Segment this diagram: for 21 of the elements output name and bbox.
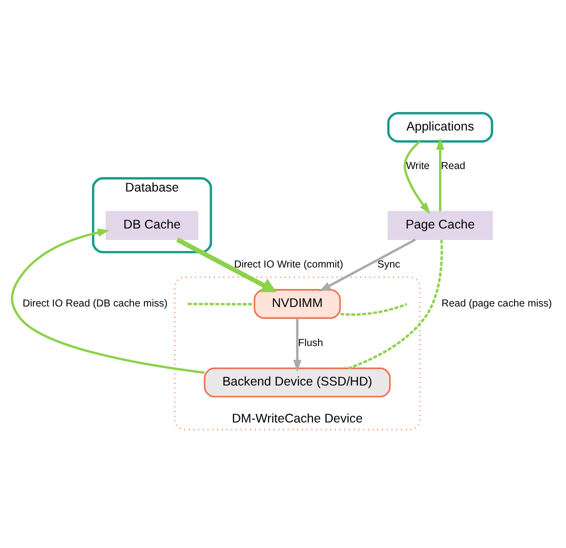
connector — [348, 239, 443, 369]
arrow — [404, 140, 430, 214]
node-box: Backend Device (SSD/HD) — [204, 367, 391, 397]
arrow — [176, 237, 276, 292]
node-box: Page Cache — [388, 210, 493, 240]
connector — [188, 302, 254, 305]
node-box: DB Cache — [106, 210, 198, 240]
node-box: NVDIMM — [254, 288, 341, 318]
edge-label: Read — [440, 160, 466, 172]
edge-label: Direct IO Read (DB cache miss) — [22, 298, 168, 310]
edge-label: Write — [406, 160, 430, 172]
arrow — [10, 228, 205, 374]
arrow — [293, 318, 302, 372]
edge-label: Sync — [377, 258, 400, 270]
edge-label: Direct IO Write (commit) — [234, 258, 344, 270]
arrow — [436, 137, 444, 211]
node-box: Applications — [387, 111, 494, 142]
edge-label: Flush — [298, 337, 324, 348]
connector — [340, 302, 408, 316]
edge-label: Read (page cache miss) — [442, 298, 552, 310]
arrow — [319, 238, 416, 291]
